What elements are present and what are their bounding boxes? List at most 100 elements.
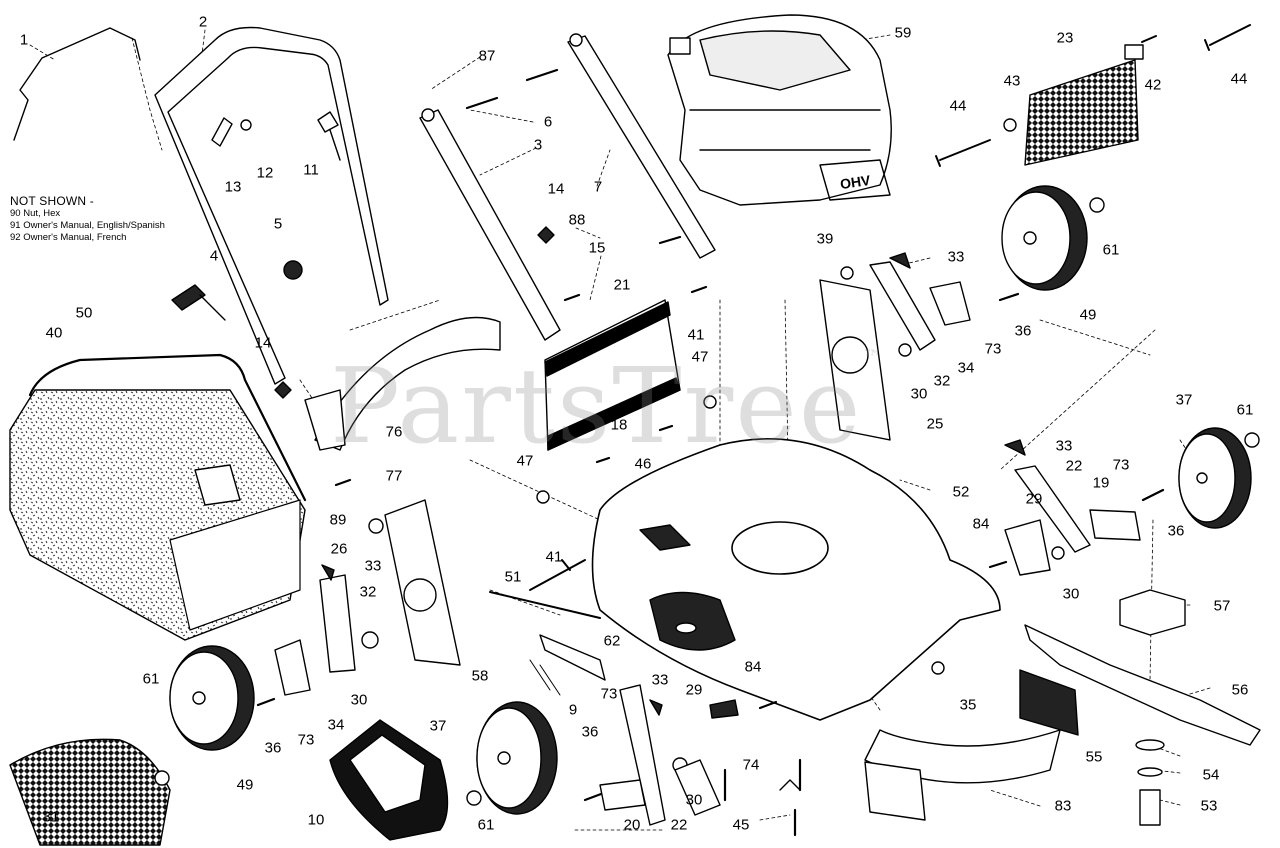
callout-33d[interactable]: 33 (651, 671, 669, 689)
callout-4[interactable]: 4 (209, 247, 219, 265)
callout-73a[interactable]: 73 (984, 340, 1002, 358)
blade-adapter (1119, 589, 1186, 636)
callout-61a[interactable]: 61 (1102, 241, 1120, 259)
callout-21[interactable]: 21 (613, 276, 631, 294)
callout-25[interactable]: 25 (926, 415, 944, 433)
callout-15[interactable]: 15 (588, 239, 606, 257)
callout-36d[interactable]: 36 (581, 723, 599, 741)
callout-30a[interactable]: 30 (910, 385, 928, 403)
callout-47a[interactable]: 47 (691, 348, 709, 366)
callout-37b[interactable]: 37 (429, 717, 447, 735)
callout-45[interactable]: 45 (732, 816, 750, 834)
callout-42[interactable]: 42 (1144, 76, 1162, 94)
callout-55[interactable]: 55 (1085, 748, 1103, 766)
callout-46[interactable]: 46 (634, 455, 652, 473)
callout-88[interactable]: 88 (568, 211, 586, 229)
callout-49a[interactable]: 49 (1079, 306, 1097, 324)
side-plate-right (819, 279, 891, 441)
callout-41b[interactable]: 41 (545, 548, 563, 566)
callout-2[interactable]: 2 (198, 13, 208, 31)
callout-36a[interactable]: 36 (1014, 322, 1032, 340)
callout-7[interactable]: 7 (593, 178, 603, 196)
callout-73b[interactable]: 73 (1112, 456, 1130, 474)
callout-33b[interactable]: 33 (1055, 437, 1073, 455)
callout-34b[interactable]: 34 (327, 716, 345, 734)
discharge-chute (314, 316, 501, 451)
callout-5[interactable]: 5 (273, 215, 283, 233)
callout-56[interactable]: 56 (1231, 681, 1249, 699)
not-shown-item: 91 Owner's Manual, English/Spanish (10, 220, 165, 231)
callout-36c[interactable]: 36 (264, 739, 282, 757)
callout-74[interactable]: 74 (742, 756, 760, 774)
callout-32a[interactable]: 32 (933, 372, 951, 390)
callout-37a[interactable]: 37 (1175, 391, 1193, 409)
callout-61c[interactable]: 61 (142, 670, 160, 688)
callout-22b[interactable]: 22 (670, 816, 688, 834)
watermark-text: PartsTree (330, 345, 863, 467)
callout-76[interactable]: 76 (385, 423, 403, 441)
callout-26[interactable]: 26 (330, 540, 348, 558)
callout-33c[interactable]: 33 (364, 557, 382, 575)
callout-59[interactable]: 59 (894, 24, 912, 42)
handle-knob (171, 284, 226, 321)
callout-40[interactable]: 40 (45, 324, 63, 342)
upper-handle (154, 26, 389, 385)
callout-30b[interactable]: 30 (1062, 585, 1080, 603)
callout-58[interactable]: 58 (471, 667, 489, 685)
callout-47b[interactable]: 47 (516, 452, 534, 470)
callout-33a[interactable]: 33 (947, 248, 965, 266)
callout-52[interactable]: 52 (952, 483, 970, 501)
callout-18[interactable]: 18 (610, 416, 628, 434)
callout-10[interactable]: 10 (307, 811, 325, 829)
callout-20[interactable]: 20 (623, 816, 641, 834)
callout-31[interactable]: 31 (42, 808, 60, 826)
callout-1[interactable]: 1 (19, 31, 29, 49)
callout-36b[interactable]: 36 (1167, 522, 1185, 540)
callout-43[interactable]: 43 (1003, 72, 1021, 90)
callout-23[interactable]: 23 (1056, 29, 1074, 47)
callout-89[interactable]: 89 (329, 511, 347, 529)
callout-19[interactable]: 19 (1092, 474, 1110, 492)
callout-83[interactable]: 83 (1054, 797, 1072, 815)
callout-51[interactable]: 51 (504, 568, 522, 586)
callout-49b[interactable]: 49 (236, 776, 254, 794)
mulch-plug-62 (649, 591, 736, 651)
callout-39[interactable]: 39 (816, 230, 834, 248)
grass-catcher-frame (28, 353, 307, 502)
callout-62[interactable]: 62 (603, 632, 621, 650)
rear-baffle (1024, 59, 1139, 166)
callout-50[interactable]: 50 (75, 304, 93, 322)
callout-11[interactable]: 11 (303, 161, 319, 179)
callout-14b[interactable]: 14 (254, 334, 272, 352)
callout-3[interactable]: 3 (533, 136, 543, 154)
callout-41a[interactable]: 41 (687, 326, 705, 344)
callout-9[interactable]: 9 (568, 701, 578, 719)
callout-6[interactable]: 6 (543, 113, 553, 131)
callout-84b[interactable]: 84 (744, 658, 762, 676)
callout-22a[interactable]: 22 (1065, 457, 1083, 475)
callout-13[interactable]: 13 (224, 178, 242, 196)
callout-35[interactable]: 35 (959, 696, 977, 714)
callout-12[interactable]: 12 (256, 164, 274, 182)
callout-61b[interactable]: 61 (1236, 401, 1254, 419)
callout-44a[interactable]: 44 (949, 97, 967, 115)
callout-30c[interactable]: 30 (350, 691, 368, 709)
callout-14a[interactable]: 14 (547, 180, 565, 198)
callout-29b[interactable]: 29 (685, 681, 703, 699)
callout-73c[interactable]: 73 (297, 731, 315, 749)
callout-34a[interactable]: 34 (957, 359, 975, 377)
callout-54[interactable]: 54 (1202, 766, 1220, 784)
callout-29a[interactable]: 29 (1025, 490, 1043, 508)
callout-84a[interactable]: 84 (972, 515, 990, 533)
callout-32b[interactable]: 32 (359, 583, 377, 601)
not-shown-notes: NOT SHOWN - 90 Nut, Hex 91 Owner's Manua… (10, 194, 165, 244)
callout-61d[interactable]: 61 (477, 816, 495, 834)
callout-57[interactable]: 57 (1213, 597, 1231, 615)
callout-30d[interactable]: 30 (685, 791, 703, 809)
callout-87[interactable]: 87 (478, 47, 496, 65)
callout-53[interactable]: 53 (1200, 797, 1218, 815)
callout-44b[interactable]: 44 (1230, 70, 1248, 88)
callout-73d[interactable]: 73 (600, 685, 618, 703)
callout-77[interactable]: 77 (385, 467, 403, 485)
wheel-upper-right (1001, 185, 1088, 291)
